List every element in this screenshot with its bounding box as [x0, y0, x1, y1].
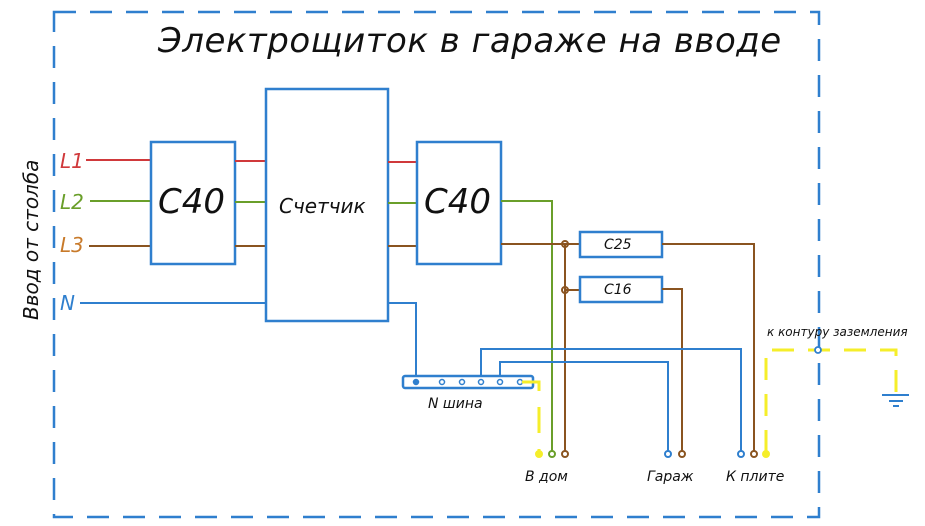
n-bus-terminal	[458, 378, 466, 386]
n-bus-terminals	[412, 378, 524, 386]
input-label-n: N	[60, 291, 75, 315]
wire-pe-ground	[764, 348, 898, 452]
junction-c25	[561, 240, 569, 248]
n-bus-terminal	[516, 378, 524, 386]
ground-icon	[882, 394, 909, 407]
terminal-garage-l	[678, 450, 686, 458]
n-bus-terminal	[438, 378, 446, 386]
breaker-c40-output-label: C40	[424, 182, 491, 222]
terminal-house-l3	[561, 450, 569, 458]
breaker-c16-label: C16	[604, 282, 632, 298]
n-bus-terminal	[477, 378, 485, 386]
breaker-c40-output	[415, 140, 503, 266]
wire-pe-house	[522, 380, 541, 452]
terminal-stove-l	[750, 450, 758, 458]
n-bus-label: N шина	[428, 396, 483, 412]
wire-l2-house	[501, 200, 553, 452]
wire-n-meter-bus	[388, 302, 417, 380]
side-label: Ввод от столба	[19, 160, 43, 320]
breaker-c40-input	[149, 140, 237, 266]
electricity-meter	[264, 87, 390, 323]
input-label-l1: L1	[60, 149, 84, 173]
terminal-stove-n	[737, 450, 745, 458]
junction-c16	[561, 286, 569, 294]
n-bus-terminal	[412, 378, 420, 386]
n-bus-terminal	[496, 378, 504, 386]
meter-label: Счетчик	[279, 194, 366, 218]
n-bus	[401, 374, 535, 390]
breaker-c25-label: C25	[604, 237, 632, 253]
terminal-stove-pe	[762, 450, 770, 458]
wire-n-garage	[499, 361, 669, 452]
wire-c16-garage	[662, 288, 683, 452]
terminal-garage-n	[664, 450, 672, 458]
wire-n-stove	[480, 348, 742, 452]
input-label-l2: L2	[60, 190, 84, 214]
terminal-house-l2	[548, 450, 556, 458]
wire-c25-stove	[662, 243, 755, 452]
breaker-c40-input-label: C40	[158, 182, 225, 222]
breaker-c25	[578, 230, 664, 259]
ground-label: к контуру заземления	[767, 325, 908, 339]
ground-entry-point	[814, 346, 822, 354]
output-label-house: В дом	[525, 469, 568, 485]
output-label-garage: Гараж	[647, 469, 694, 485]
terminal-house-pe	[535, 450, 543, 458]
diagram-title: Электрощиток в гараже на вводе	[157, 21, 782, 61]
output-label-stove: К плите	[726, 469, 784, 485]
enclosure-frame	[52, 10, 821, 519]
input-label-l3: L3	[60, 233, 84, 257]
